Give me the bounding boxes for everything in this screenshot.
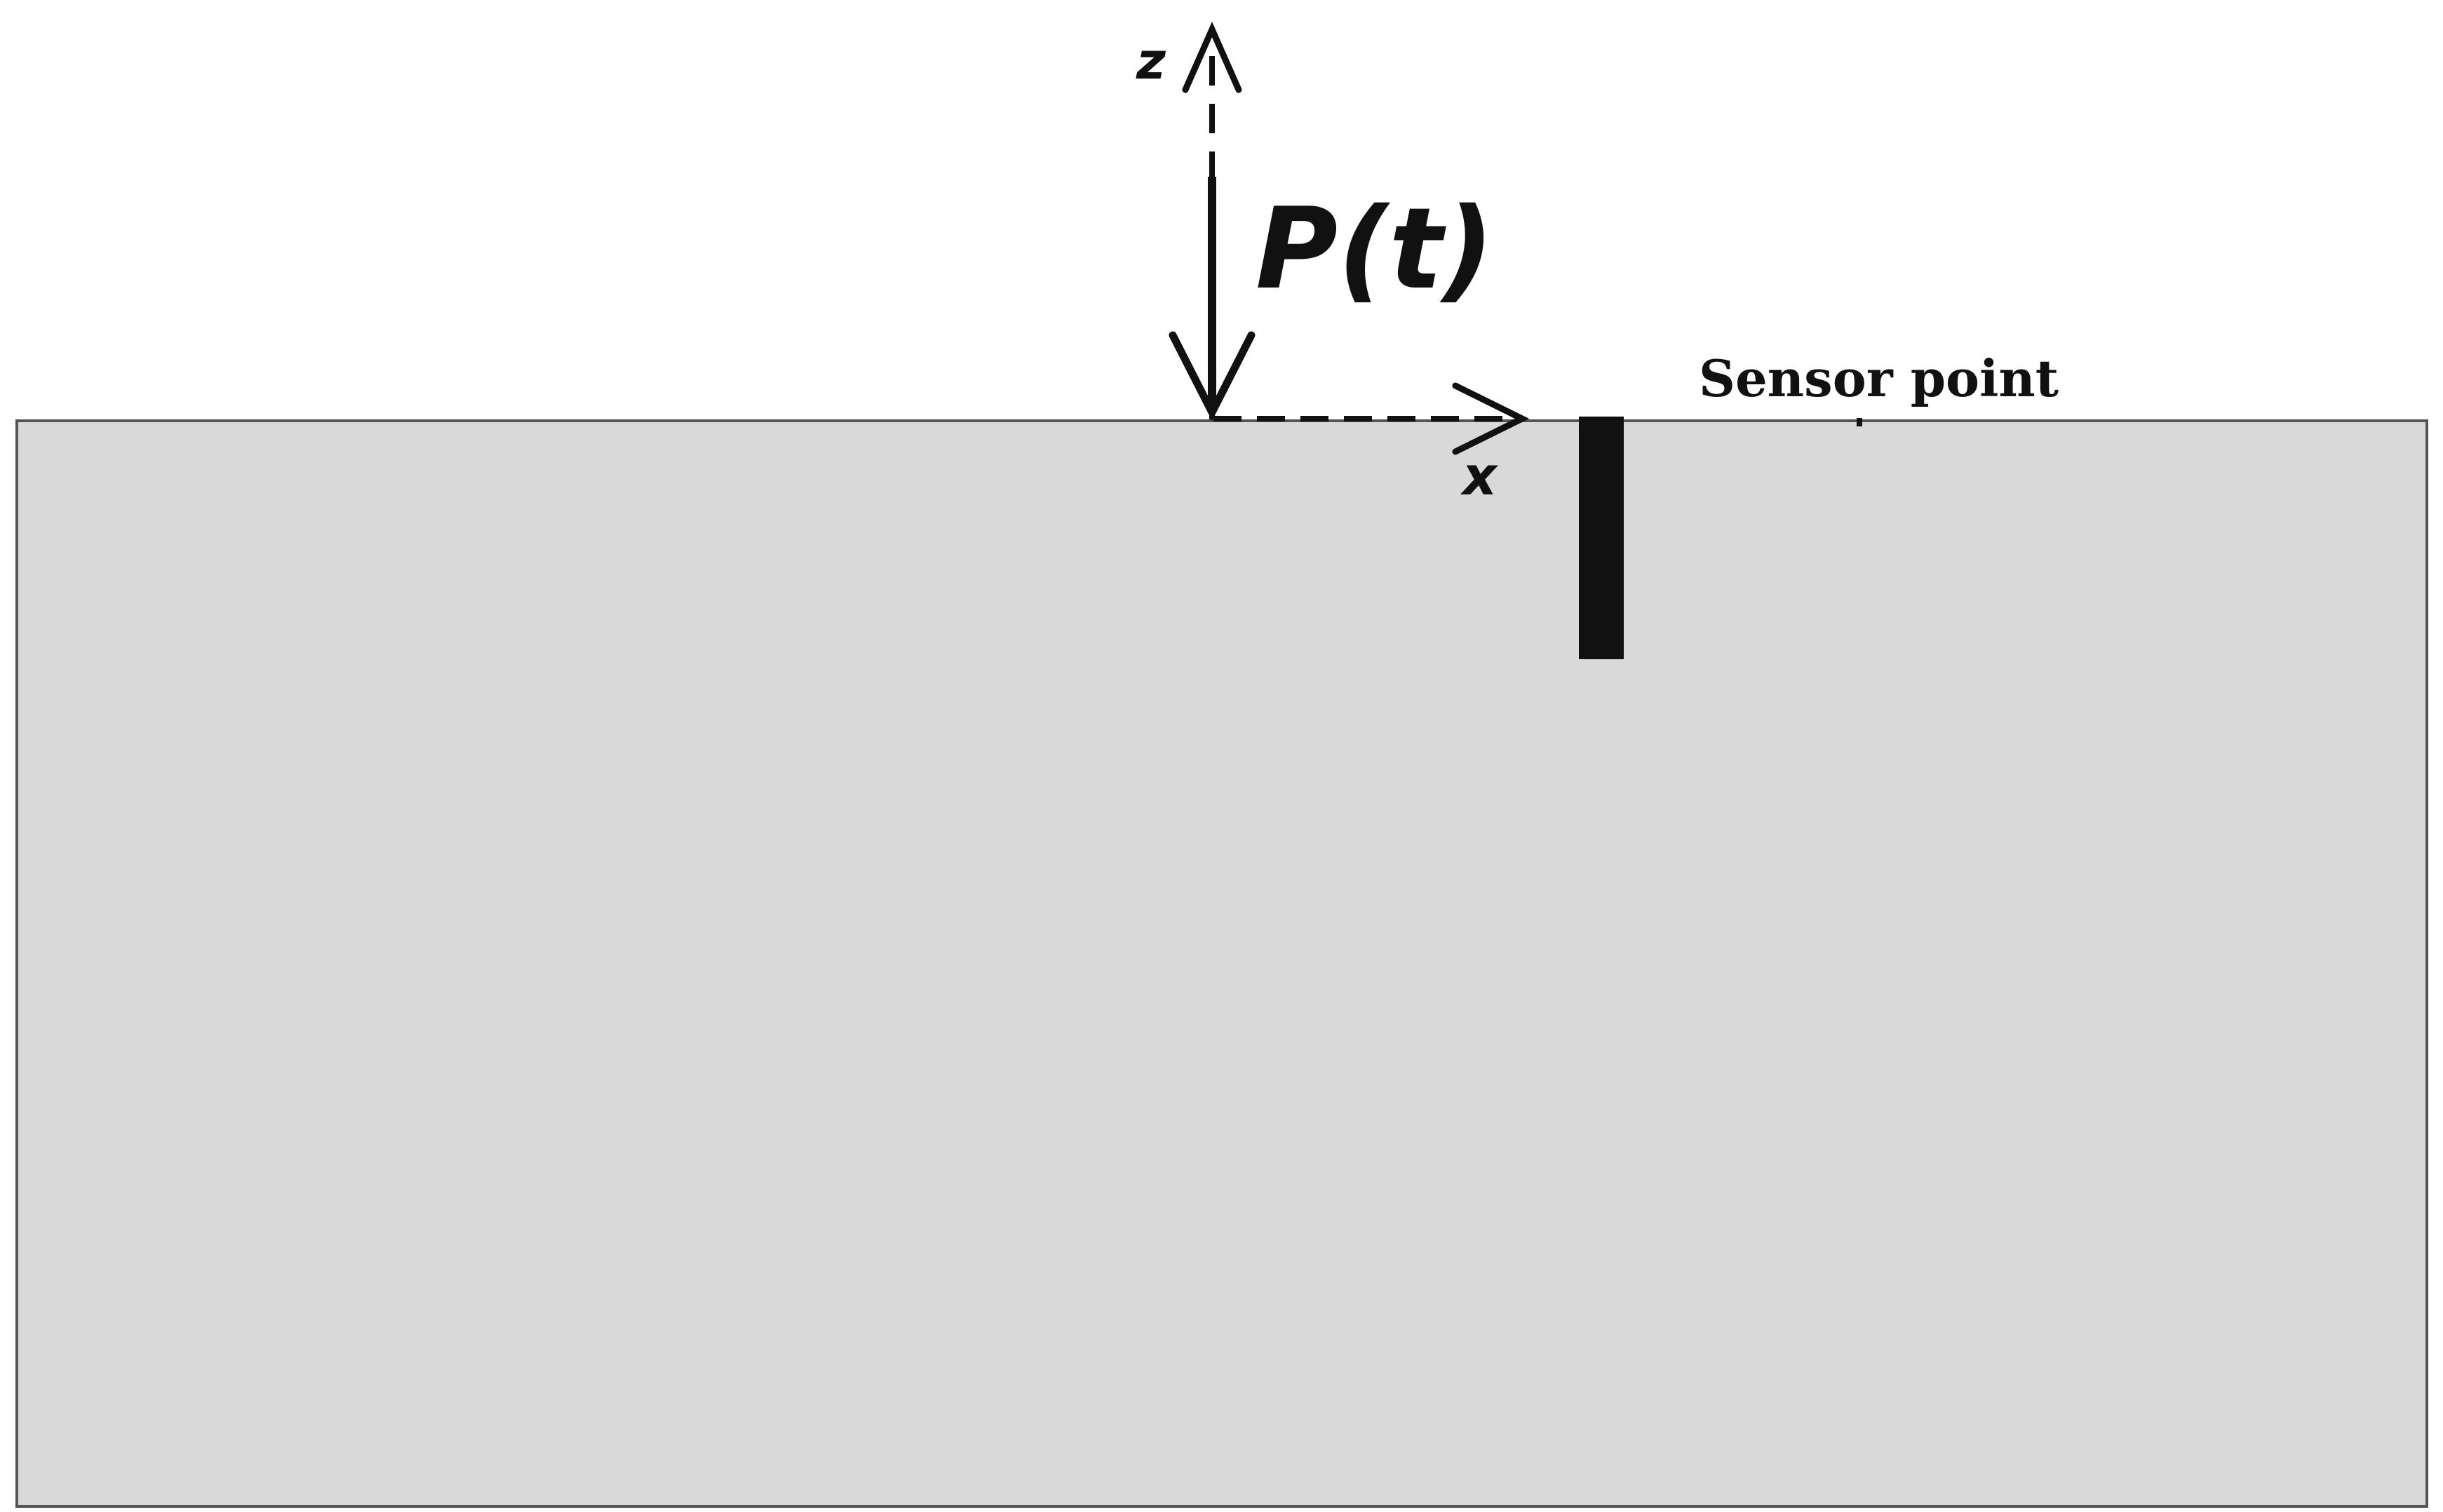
sensor-point-label: Sensor point — [1699, 349, 2059, 408]
load-label: P(t) — [1256, 183, 1494, 314]
x-axis-label: x — [1460, 445, 1498, 507]
z-axis-arrowhead — [1182, 21, 1242, 93]
sensor-point-marker — [1857, 418, 1862, 426]
medium-block — [15, 419, 2428, 1508]
x-axis-arrowhead — [1452, 382, 1530, 455]
z-axis-label: z — [1136, 32, 1166, 90]
crack-marker — [1579, 417, 1624, 659]
load-arrowhead — [1169, 331, 1256, 421]
